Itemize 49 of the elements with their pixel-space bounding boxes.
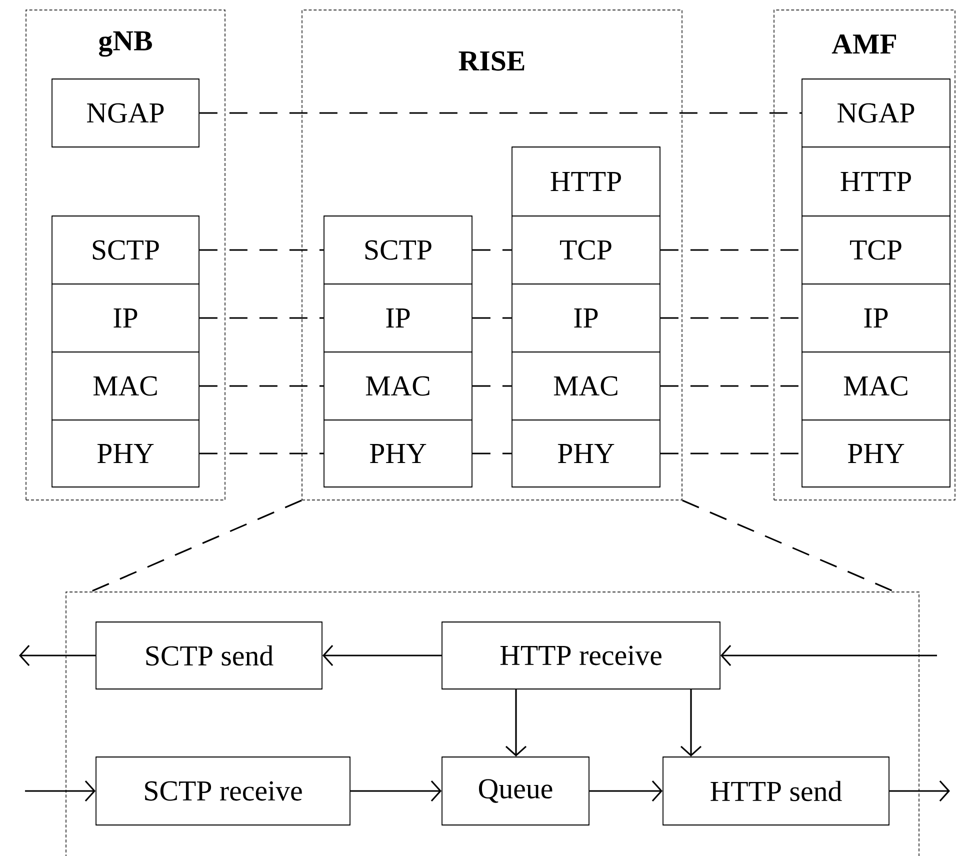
group-title: gNB — [98, 31, 152, 57]
process-box: PHY — [802, 420, 950, 488]
dashed-line — [199, 385, 324, 387]
process-box: SCTP send — [96, 622, 322, 690]
dashed-line — [199, 112, 802, 114]
arrow — [350, 780, 442, 802]
process-box: MAC — [324, 352, 472, 420]
process-box: SCTP — [52, 216, 200, 284]
process-box: MAC — [52, 352, 200, 420]
process-box: MAC — [802, 352, 950, 420]
process-box: IP — [52, 284, 200, 352]
arrow — [505, 689, 527, 757]
process-box: IP — [512, 284, 660, 352]
dashed-line — [199, 249, 324, 251]
dashed-line — [472, 385, 512, 387]
process-box: NGAP — [52, 78, 200, 148]
group-title: AMF — [832, 34, 896, 54]
process-box: HTTP — [512, 146, 660, 216]
process-box: TCP — [512, 216, 660, 284]
process-box: SCTP receive — [96, 756, 350, 826]
process-box: PHY — [512, 420, 660, 488]
dashed-line — [472, 452, 512, 454]
process-box: HTTP receive — [442, 622, 720, 690]
zoom-box — [66, 592, 920, 856]
dashed-line — [199, 452, 324, 454]
arrow — [720, 644, 937, 666]
process-box: HTTP send — [662, 756, 890, 826]
process-box: NGAP — [802, 78, 950, 148]
arrow — [25, 780, 96, 802]
zoom-line — [90, 500, 302, 592]
arrow — [322, 644, 442, 666]
process-box: IP — [324, 284, 472, 352]
arrow — [19, 644, 96, 666]
process-box: HTTP — [802, 146, 950, 216]
process-box: Queue — [442, 756, 590, 826]
dashed-line — [199, 317, 324, 319]
process-box: PHY — [52, 420, 200, 488]
process-box: MAC — [512, 352, 660, 420]
group-title: RISE — [458, 51, 524, 71]
arrow — [589, 780, 663, 802]
arrow — [680, 689, 702, 757]
arrow — [889, 780, 950, 802]
process-box: TCP — [802, 216, 950, 284]
dashed-line — [472, 317, 512, 319]
process-box: SCTP — [324, 216, 472, 284]
dashed-line — [472, 249, 512, 251]
zoom-line — [682, 500, 895, 592]
process-box: PHY — [324, 420, 472, 488]
process-box: IP — [802, 284, 950, 352]
